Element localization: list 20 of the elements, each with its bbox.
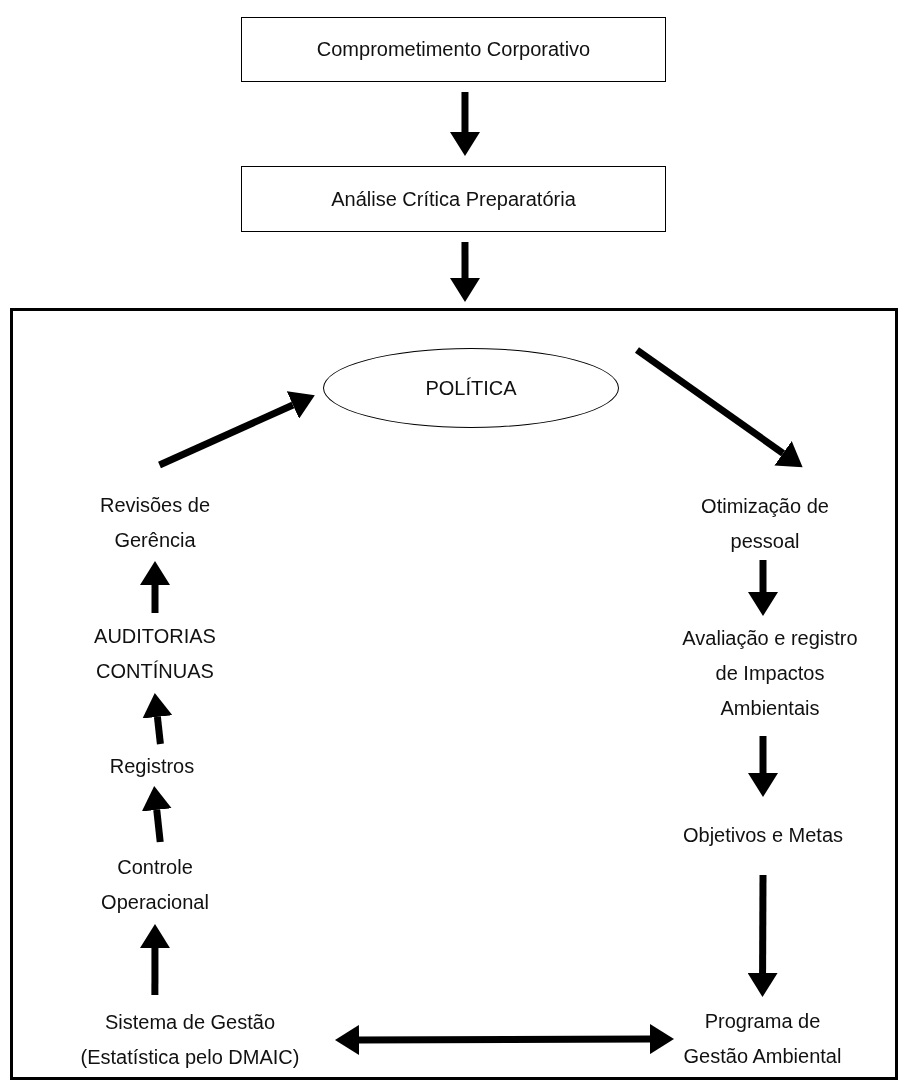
node-label: Registros: [109, 753, 195, 779]
arrow: [158, 391, 315, 469]
node-label: Comprometimento Corporativo: [316, 37, 591, 62]
arrow: [142, 693, 173, 745]
arrow: [335, 1024, 674, 1055]
node-label: Otimização de pessoal: [700, 494, 830, 554]
node-label: POLÍTICA: [425, 375, 517, 401]
node-label: Sistema de Gestão (Estatística pelo DMAIC): [79, 1010, 301, 1070]
frame-box: [10, 308, 898, 1080]
arrow: [634, 347, 803, 468]
node-label: Análise Crítica Preparatória: [331, 186, 576, 212]
process-box: [241, 166, 666, 232]
arrow: [141, 786, 172, 843]
node-label: Controle Operacional: [100, 855, 210, 915]
node-label: Objetivos e Metas: [682, 822, 844, 848]
node-label: Programa de Gestão Ambiental: [682, 1009, 843, 1069]
process-box: [241, 17, 666, 82]
node-label: Avaliação e registro de Impactos Ambientais: [681, 625, 859, 721]
node-label: Revisões de Gerência: [98, 493, 212, 553]
node-label: AUDITORIAS CONTÍNUAS: [93, 624, 217, 684]
